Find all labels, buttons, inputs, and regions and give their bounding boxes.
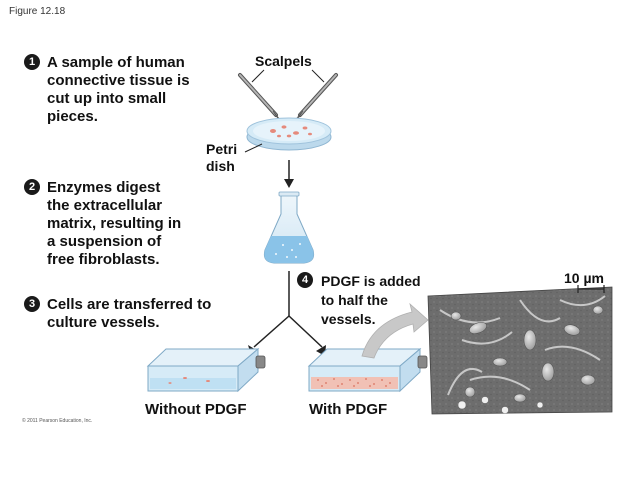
- scale-bar: [577, 285, 605, 293]
- without-pdgf-caption: Without PDGF: [145, 401, 247, 418]
- culture-flask-without-pdgf-icon: [146, 347, 266, 393]
- flask-icon: [263, 191, 315, 264]
- zoom-arrow-icon: [361, 302, 429, 359]
- step-2-text: Enzymes digest the extracellular matrix,…: [47, 179, 182, 268]
- step-3-text: Cells are transferred to culture vessels…: [47, 296, 212, 331]
- scalpel-label-lines: [251, 69, 325, 83]
- petri-dish-icon: [246, 117, 332, 151]
- scalpels-label: Scalpels: [255, 53, 312, 69]
- petri-dish-pointer: [244, 143, 263, 153]
- with-pdgf-caption: With PDGF: [309, 401, 388, 418]
- arrow-down-icon: [284, 160, 294, 188]
- scale-bar-label: 10 µm: [564, 270, 604, 286]
- fibroblast-micrograph: [427, 286, 613, 415]
- petri-dish-label: Petri dish: [206, 141, 238, 174]
- step-3-number: 3: [24, 296, 40, 312]
- figure-label: Figure 12.18: [9, 6, 66, 17]
- copyright-notice: © 2011 Pearson Education, Inc.: [22, 418, 93, 424]
- step-2-number: 2: [24, 179, 40, 195]
- step-1-text: A sample of human connective tissue is c…: [47, 54, 190, 125]
- split-arrows: [253, 271, 323, 348]
- step-4-number: 4: [297, 272, 313, 288]
- culture-flask-with-pdgf-icon: [307, 347, 428, 393]
- step-1-number: 1: [24, 54, 40, 70]
- step-4-text: PDGF is added to half the vessels.: [321, 273, 421, 327]
